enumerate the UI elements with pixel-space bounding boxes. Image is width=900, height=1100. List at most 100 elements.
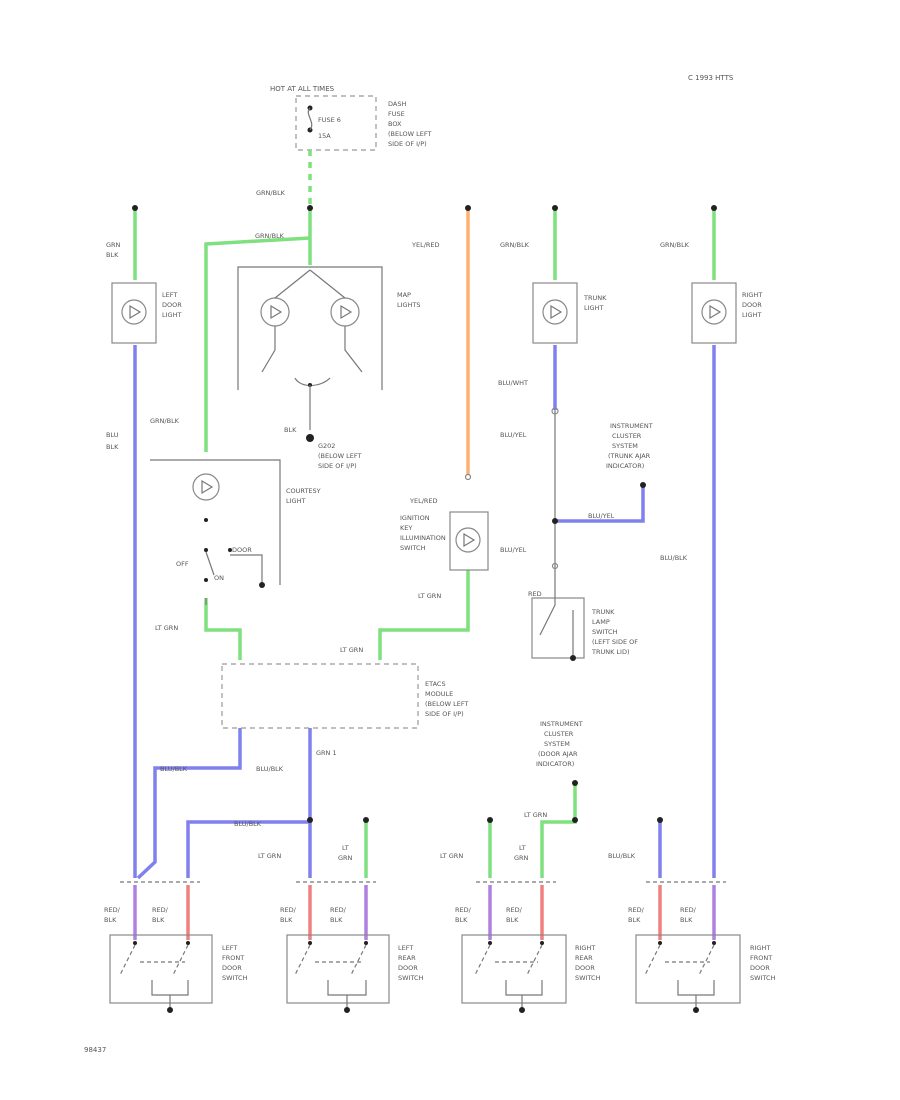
- wire-label: GRN/BLK: [255, 232, 285, 240]
- wire-label: BLK: [104, 916, 117, 924]
- component-label: (BELOW LEFT: [425, 700, 468, 708]
- splice-dot: [552, 205, 558, 211]
- map-lights: MAP LIGHTS BLK G202 (BELOW LEFT SIDE OF …: [237, 266, 421, 470]
- wire-label: BLK: [106, 251, 119, 259]
- component-label: ILLUMINATION: [400, 534, 446, 542]
- wire-lt-grn-ignition: [378, 570, 470, 660]
- component-label: (LEFT SIDE OF: [592, 638, 638, 646]
- component-label: TRUNK: [583, 294, 607, 302]
- fuse-box-label-5: SIDE OF I/P): [388, 140, 427, 148]
- left-rear-door-switch: LEFT REAR DOOR SWITCH: [286, 881, 424, 1013]
- wire-label: BLU/YEL: [588, 512, 615, 520]
- wire-label: BLU/BLK: [660, 554, 688, 562]
- wire-label: BLU/YEL: [500, 546, 527, 554]
- fuse-amp-label: 15A: [318, 132, 331, 140]
- splice-dot: [552, 518, 558, 524]
- splice-dot: [657, 817, 663, 823]
- component-label: SWITCH: [400, 544, 426, 552]
- wire-label: RED/: [152, 906, 169, 914]
- component-label: MODULE: [425, 690, 453, 698]
- fuse-box-label-1: DASH: [388, 100, 406, 108]
- right-rear-door-switch: RIGHT REAR DOOR SWITCH: [461, 881, 601, 1013]
- splice-dot: [465, 205, 471, 211]
- component-label: FRONT: [222, 954, 244, 962]
- component-label: KEY: [400, 524, 412, 532]
- splice-dot: [572, 817, 578, 823]
- wire-label: BLK: [106, 443, 119, 451]
- component-label: INDICATOR): [536, 760, 574, 768]
- wire-label: LT GRN: [524, 811, 547, 819]
- component-label: RIGHT: [750, 944, 770, 952]
- wire-label: LT GRN: [440, 852, 463, 860]
- wire-label: BLU/BLK: [608, 852, 636, 860]
- component-label: LIGHT: [162, 311, 181, 319]
- component-label: INSTRUMENT: [610, 422, 653, 430]
- wire-label: YEL/RED: [409, 497, 438, 505]
- splice-dot: [487, 817, 493, 823]
- wire-label: RED/: [506, 906, 523, 914]
- component-label: SYSTEM: [612, 442, 638, 450]
- wire-label: GRN: [338, 854, 353, 862]
- component-label: DOOR: [750, 964, 770, 972]
- diagram-code: 98437: [84, 1046, 106, 1054]
- wire-lt-grn-cluster: [540, 785, 577, 878]
- fuse-box-label-4: (BELOW LEFT: [388, 130, 431, 138]
- component-label: INDICATOR): [606, 462, 644, 470]
- component-label: RIGHT: [742, 291, 762, 299]
- instrument-cluster-door-ajar: INSTRUMENT CLUSTER SYSTEM (DOOR AJAR IND…: [536, 720, 583, 786]
- switch-label: ON: [214, 574, 224, 582]
- instrument-cluster-trunk-ajar: INSTRUMENT CLUSTER SYSTEM (TRUNK AJAR IN…: [606, 422, 653, 488]
- wire-label: LT GRN: [258, 852, 281, 860]
- component-label: LEFT: [222, 944, 237, 952]
- wire-label: BLK: [506, 916, 519, 924]
- fuse-box-label-2: FUSE: [388, 110, 405, 118]
- wire-label: YEL/RED: [411, 241, 440, 249]
- wire-label: RED/: [330, 906, 347, 914]
- wire-label: BLK: [628, 916, 641, 924]
- component-label: TRUNK: [591, 608, 615, 616]
- component-label: G202: [318, 442, 335, 450]
- switch-label: DOOR: [232, 546, 252, 554]
- wire-blu-blk-etacs-left: [136, 728, 242, 880]
- splice-dot: [307, 205, 313, 211]
- component-label: (DOOR AJAR: [538, 750, 578, 758]
- wire-label: BLK: [680, 916, 693, 924]
- left-front-door-switch: LEFT FRONT DOOR SWITCH: [109, 881, 248, 1013]
- component-label: SWITCH: [222, 974, 248, 982]
- component-label: MAP: [397, 291, 411, 299]
- wire-label: BLK: [152, 916, 165, 924]
- wire-blu-yel-cluster: [555, 485, 645, 523]
- component-label: REAR: [398, 954, 416, 962]
- wire-label: GRN: [514, 854, 529, 862]
- wire-label: BLU: [106, 431, 119, 439]
- splice-dot: [132, 205, 138, 211]
- wire-label: GRN 1: [316, 749, 337, 757]
- wire-label: LT GRN: [340, 646, 363, 654]
- component-label: BLK: [284, 426, 297, 434]
- wire-label: LT GRN: [418, 592, 441, 600]
- component-label: ETACS: [425, 680, 446, 688]
- right-front-door-switch: RIGHT FRONT DOOR SWITCH: [635, 881, 776, 1013]
- trunk-light: TRUNK LIGHT: [532, 282, 607, 344]
- hot-at-all-times-label: HOT AT ALL TIMES: [270, 85, 335, 93]
- component-label: SIDE OF I/P): [318, 462, 357, 470]
- component-label: SWITCH: [398, 974, 424, 982]
- wire-grn-blk-courtesy: [204, 236, 311, 452]
- wire-label: GRN/BLK: [660, 241, 690, 249]
- component-label: LIGHTS: [397, 301, 421, 309]
- component-label: (TRUNK AJAR: [608, 452, 651, 460]
- component-label: DOOR: [398, 964, 418, 972]
- wire-label: LT GRN: [155, 624, 178, 632]
- component-label: SYSTEM: [544, 740, 570, 748]
- etacs-module: ETACS MODULE (BELOW LEFT SIDE OF I/P): [221, 663, 468, 729]
- component-label: LAMP: [592, 618, 610, 626]
- wire-label: RED/: [455, 906, 472, 914]
- splice-dot: [363, 817, 369, 823]
- component-label: SWITCH: [592, 628, 618, 636]
- component-label: SIDE OF I/P): [425, 710, 464, 718]
- wire-label: LT: [519, 844, 526, 852]
- component-label: INSTRUMENT: [540, 720, 583, 728]
- switch-label: OFF: [176, 560, 189, 568]
- component-label: CLUSTER: [612, 432, 642, 440]
